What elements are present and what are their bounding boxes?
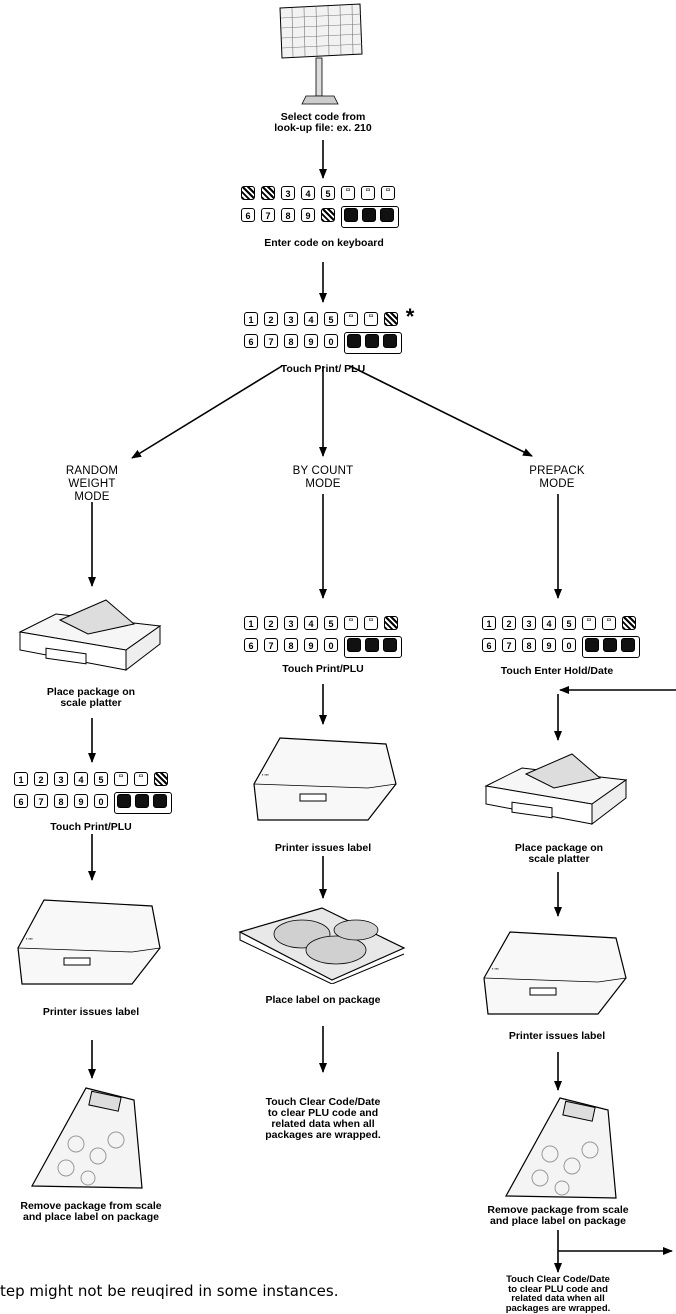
printer-icon: ▪ ▪▪▪ <box>483 931 627 1015</box>
printer-icon: ▪ ▪▪▪ <box>17 899 161 985</box>
by-count-mode-label: BY COUNT MODE <box>292 465 354 490</box>
keyboard-panel: 3 4 5 ▭▭▭ 6 7 8 9 <box>241 186 399 228</box>
rw-remove-package: Remove package from scale and place labe… <box>20 1200 162 1223</box>
random-weight-mode-label: RANDOM WEIGHT MODE <box>65 465 119 503</box>
printer-icon: ▪ ▪▪▪ <box>253 737 397 821</box>
step-enter-code: Enter code on keyboard <box>264 237 384 249</box>
bc-printer-issues: Printer issues label <box>274 842 372 854</box>
pp-place-package: Place package on scale platter <box>514 842 604 865</box>
package-icon <box>238 907 406 984</box>
arrow-print-to-prepack <box>349 365 533 457</box>
bc-touch-print: Touch Print/PLU <box>282 663 364 675</box>
step-touch-print: Touch Print/ PLU <box>280 363 366 375</box>
pp-touch-enter: Touch Enter Hold/Date <box>500 665 614 677</box>
label-dispenser-icon <box>30 1087 143 1189</box>
rw-place-package: Place package on scale platter <box>46 686 136 709</box>
rw-touch-print: Touch Print/PLU <box>50 821 132 833</box>
prepack-mode-label: PREPACK MODE <box>529 465 585 490</box>
keyboard-panel: 1 2 3 4 5 ▭▭ 6 7 8 9 0 <box>244 616 402 658</box>
step-select-code: Select code from look-up file: ex. 210 <box>274 111 372 134</box>
rw-printer-issues: Printer issues label <box>42 1006 140 1018</box>
svg-text:▪ ▪▪▪: ▪ ▪▪▪ <box>262 772 269 777</box>
label-dispenser-icon <box>504 1097 617 1199</box>
svg-text:▪ ▪▪▪: ▪ ▪▪▪ <box>492 966 499 971</box>
lookup-file-icon <box>279 3 363 105</box>
bc-touch-clear: Touch Clear Code/Date to clear PLU code … <box>265 1096 381 1141</box>
svg-text:▪ ▪▪▪: ▪ ▪▪▪ <box>26 936 33 941</box>
keyboard-panel: 1 2 3 4 5 ▭▭ 6 7 8 9 0 <box>244 312 402 354</box>
scale-icon <box>18 599 162 672</box>
pp-remove-package: Remove package from scale and place labe… <box>487 1204 629 1227</box>
scale-icon <box>484 753 628 826</box>
pp-touch-clear: Touch Clear Code/Date to clear PLU code … <box>505 1274 611 1314</box>
keyboard-panel: 1 2 3 4 5 ▭▭ 6 7 8 9 0 <box>14 772 172 814</box>
keyboard-panel: 1 2 3 4 5 ▭▭ 6 7 8 9 0 <box>482 616 640 658</box>
pp-printer-issues: Printer issues label <box>508 1030 606 1042</box>
arrow-print-to-random <box>131 365 283 459</box>
footnote: tep might not be reuqired in some instan… <box>0 1282 339 1300</box>
bc-place-label: Place label on package <box>265 994 381 1006</box>
asterisk-mark: * <box>405 304 415 329</box>
